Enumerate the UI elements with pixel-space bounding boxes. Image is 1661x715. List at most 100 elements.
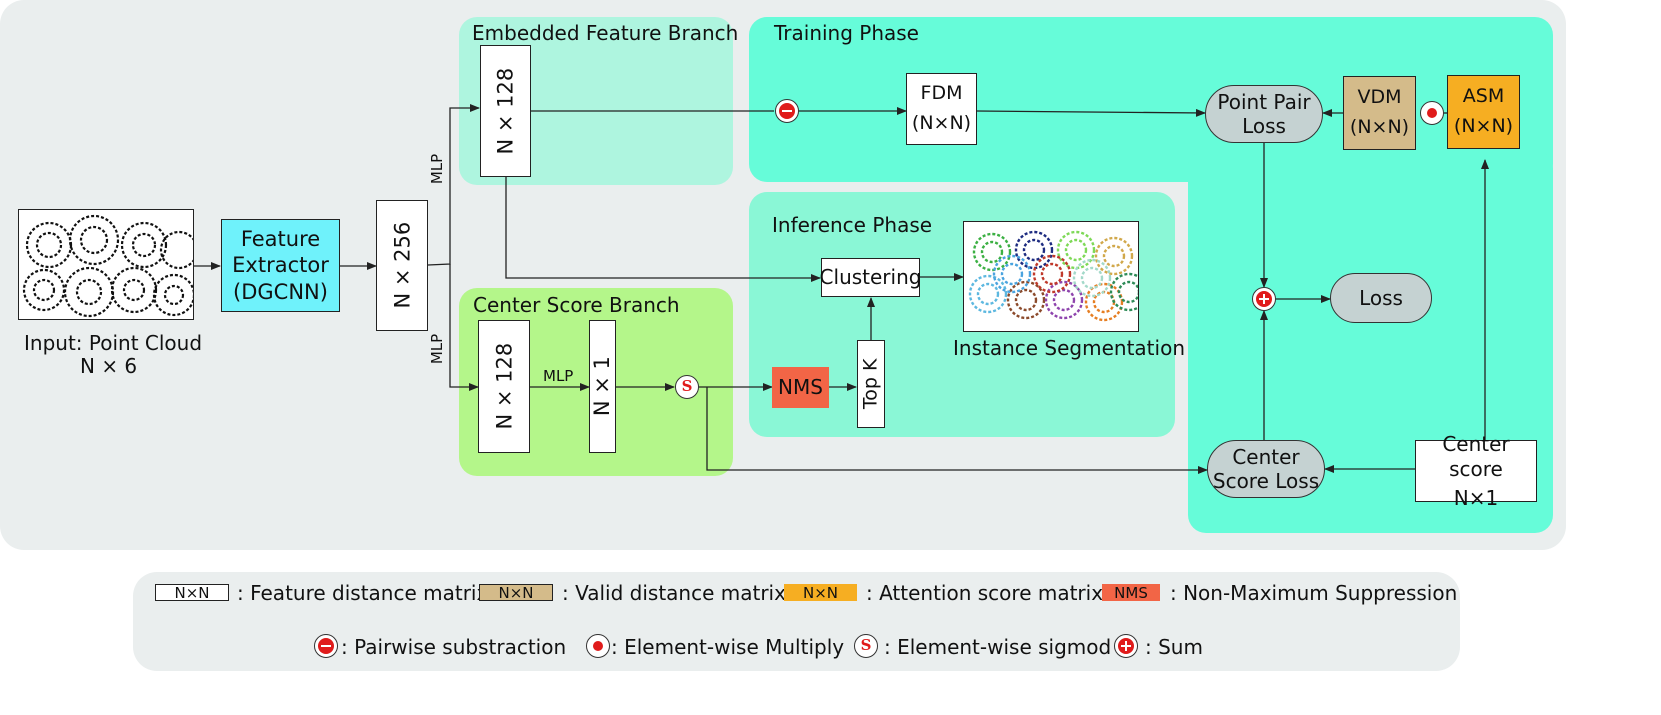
instance-ring	[1072, 258, 1112, 298]
legend-asm-text: : Attention score matrix	[866, 581, 1104, 605]
instance-ring	[976, 282, 1000, 306]
legend-subtraction-text: : Pairwise substraction	[341, 635, 567, 659]
n256-box: N × 256	[376, 200, 428, 331]
center-score-line2: N×1	[1453, 485, 1499, 510]
topk-label: Top K	[859, 358, 882, 410]
center-n128-box: N × 128	[478, 320, 530, 453]
mlp-label-center: MLP	[543, 367, 574, 385]
center-score-box: Center score N×1	[1415, 432, 1537, 510]
mlp-label-bottom: MLP	[428, 330, 452, 370]
legend-sigmoid-symbol: S	[860, 636, 872, 654]
feature-extractor-box: Feature Extractor (DGCNN)	[221, 219, 340, 312]
legend-vdm-swatch: N×N	[479, 584, 553, 602]
instance-segmentation-label: Instance Segmentation	[953, 336, 1185, 360]
legend-multiply-icon	[586, 634, 610, 658]
instance-ring	[1040, 262, 1064, 286]
legend-subtraction-icon	[314, 634, 338, 658]
nms-label: NMS	[778, 375, 823, 399]
instance-ring	[1014, 230, 1054, 270]
clustering-box: Clustering	[819, 258, 922, 297]
sum-operator	[1252, 287, 1276, 311]
point-pair-loss-line2: Loss	[1242, 114, 1286, 138]
element-multiply-operator	[1420, 101, 1444, 125]
clustering-label: Clustering	[819, 265, 922, 289]
instance-ring	[1000, 262, 1024, 286]
vdm-line1: VDM	[1357, 86, 1402, 109]
instance-ring	[972, 232, 1012, 272]
point-pair-loss-line1: Point Pair	[1217, 90, 1311, 114]
fdm-line1: FDM	[920, 82, 963, 105]
center-n1-label: N × 1	[590, 356, 615, 417]
embedded-branch-title: Embedded Feature Branch	[472, 21, 739, 45]
instance-ring	[1084, 282, 1124, 322]
center-score-line1: Center score	[1442, 431, 1510, 481]
asm-box: ASM (N×N)	[1447, 75, 1520, 149]
instance-ring	[1064, 238, 1088, 262]
mlp-bottom-text: MLP	[428, 333, 447, 365]
vdm-box: VDM (N×N)	[1343, 76, 1416, 150]
instance-segmentation-sketch	[968, 230, 1138, 322]
instance-ring	[1006, 280, 1046, 320]
center-n128-label: N × 128	[491, 343, 516, 430]
loss-node: Loss	[1330, 273, 1432, 323]
embedded-n128-box: N × 128	[480, 45, 531, 177]
center-score-loss-node: Center Score Loss	[1207, 440, 1325, 498]
instance-ring	[1022, 238, 1046, 262]
inference-phase-title: Inference Phase	[772, 213, 933, 237]
legend-fdm-text: : Feature distance matrix	[237, 581, 489, 605]
instance-ring	[1032, 254, 1072, 294]
legend-asm-swatch: N×N	[784, 584, 857, 602]
n256-label: N × 256	[389, 222, 414, 309]
instance-ring	[980, 240, 1004, 264]
legend-nms-swatch: NMS	[1102, 584, 1160, 602]
vdm-line2: (N×N)	[1349, 116, 1410, 138]
sigmoid-symbol: S	[681, 377, 693, 395]
feature-extractor-line2: Extractor	[232, 253, 329, 278]
fdm-box: FDM (N×N)	[906, 73, 977, 145]
input-point-cloud-image	[18, 209, 194, 320]
loss-label: Loss	[1359, 286, 1403, 310]
instance-ring	[1052, 288, 1076, 312]
point-cloud-sketch	[22, 214, 193, 318]
instance-ring	[1014, 288, 1038, 312]
asm-line1: ASM	[1462, 85, 1505, 108]
instance-ring	[1117, 280, 1138, 304]
feature-extractor-line1: Feature	[240, 227, 321, 252]
embedded-n128-label: N × 128	[493, 67, 518, 155]
pairwise-subtraction-operator	[775, 99, 799, 123]
instance-ring	[1044, 280, 1084, 320]
legend-sum-text: : Sum	[1145, 635, 1203, 659]
sigmoid-operator: S	[675, 375, 699, 399]
input-label-line1: Input: Point Cloud	[24, 331, 203, 355]
instance-ring	[992, 254, 1032, 294]
legend-multiply-text: : Element-wise Multiply	[611, 635, 845, 659]
center-score-loss-line1: Center	[1232, 445, 1300, 469]
mlp-label-top: MLP	[428, 150, 452, 190]
legend-vdm-text: : Valid distance matrix	[562, 581, 786, 605]
legend-nms-text: : Non-Maximum Suppression	[1170, 581, 1458, 605]
instance-ring	[1056, 230, 1096, 270]
point-pair-loss-node: Point Pair Loss	[1205, 85, 1323, 143]
instance-ring	[1080, 266, 1104, 290]
legend-sigmoid-text: : Element-wise sigmod	[884, 635, 1112, 659]
center-branch-title: Center Score Branch	[473, 293, 680, 317]
feature-extractor-line3: (DGCNN)	[233, 279, 328, 304]
instance-ring	[1109, 272, 1138, 312]
instance-ring	[1094, 236, 1134, 276]
instance-ring	[968, 274, 1008, 314]
legend-fdm-swatch: N×N	[155, 584, 229, 602]
legend-sigmoid-icon: S	[854, 634, 878, 658]
instance-ring	[1102, 244, 1126, 268]
nms-box: NMS	[772, 367, 829, 408]
center-score-loss-line2: Score Loss	[1212, 469, 1320, 493]
instance-segmentation-image	[963, 221, 1139, 332]
input-label-line2: N × 6	[80, 354, 138, 378]
training-phase-title: Training Phase	[774, 21, 919, 45]
fdm-line2: (N×N)	[911, 112, 972, 134]
asm-line2: (N×N)	[1453, 115, 1514, 137]
mlp-top-text: MLP	[428, 153, 447, 185]
center-n1-box: N × 1	[589, 320, 616, 453]
topk-box: Top K	[857, 340, 885, 428]
legend-sum-icon	[1114, 634, 1138, 658]
